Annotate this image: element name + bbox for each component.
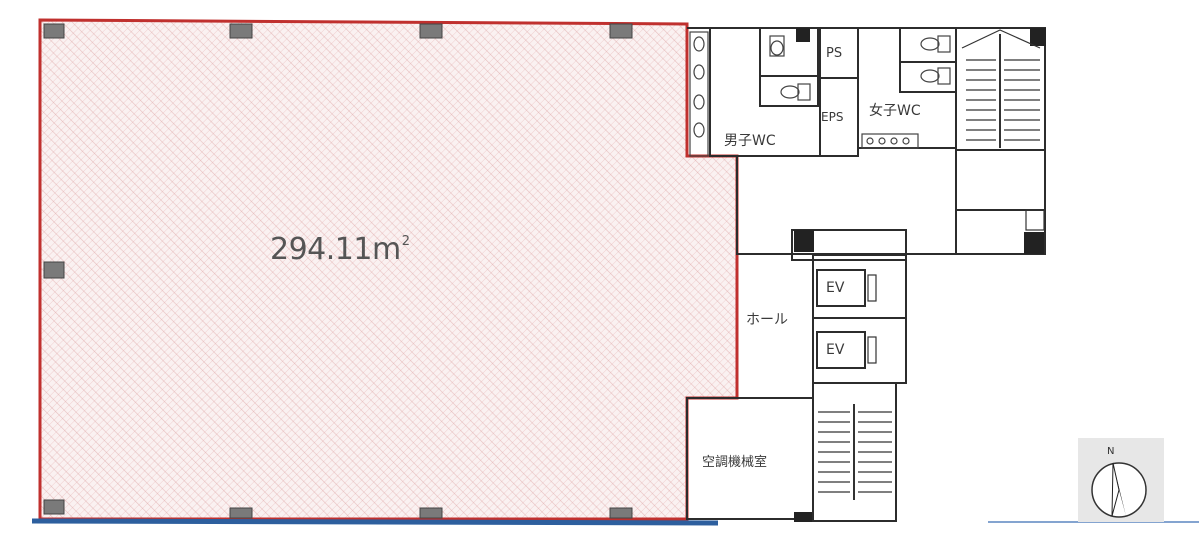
ev2-label: EV <box>826 342 845 358</box>
mens-wc-label: 男子WC <box>724 133 776 149</box>
eps-label: EPS <box>821 110 844 124</box>
stairs-lower <box>818 404 892 500</box>
toilet-icons-mens <box>769 35 811 101</box>
columns <box>43 23 633 519</box>
blue-edge-left <box>31 518 719 526</box>
elevator-doors <box>867 274 877 364</box>
hall-label: ホール <box>746 312 788 328</box>
mechanical-room-label: 空調機械室 <box>702 455 768 470</box>
womens-wc-label: 女子WC <box>869 103 921 119</box>
wash-basins <box>689 31 709 157</box>
ps-label: PS <box>826 46 843 61</box>
compass-rose <box>1078 438 1164 522</box>
floor-area-unit-sup: 2 <box>401 234 410 249</box>
stairs-upper <box>961 29 1045 231</box>
core-columns <box>794 28 1046 522</box>
floor-area-value: 294.11 <box>270 232 372 267</box>
leased-area[interactable] <box>38 18 739 521</box>
toilet-icons-womens <box>861 35 951 149</box>
core-walls <box>686 27 1046 522</box>
compass-north-label: N <box>1107 446 1115 457</box>
floor-area-unit: m <box>371 232 401 267</box>
ev1-label: EV <box>826 280 845 296</box>
floor-area-label: 294.11m2 <box>270 232 410 267</box>
